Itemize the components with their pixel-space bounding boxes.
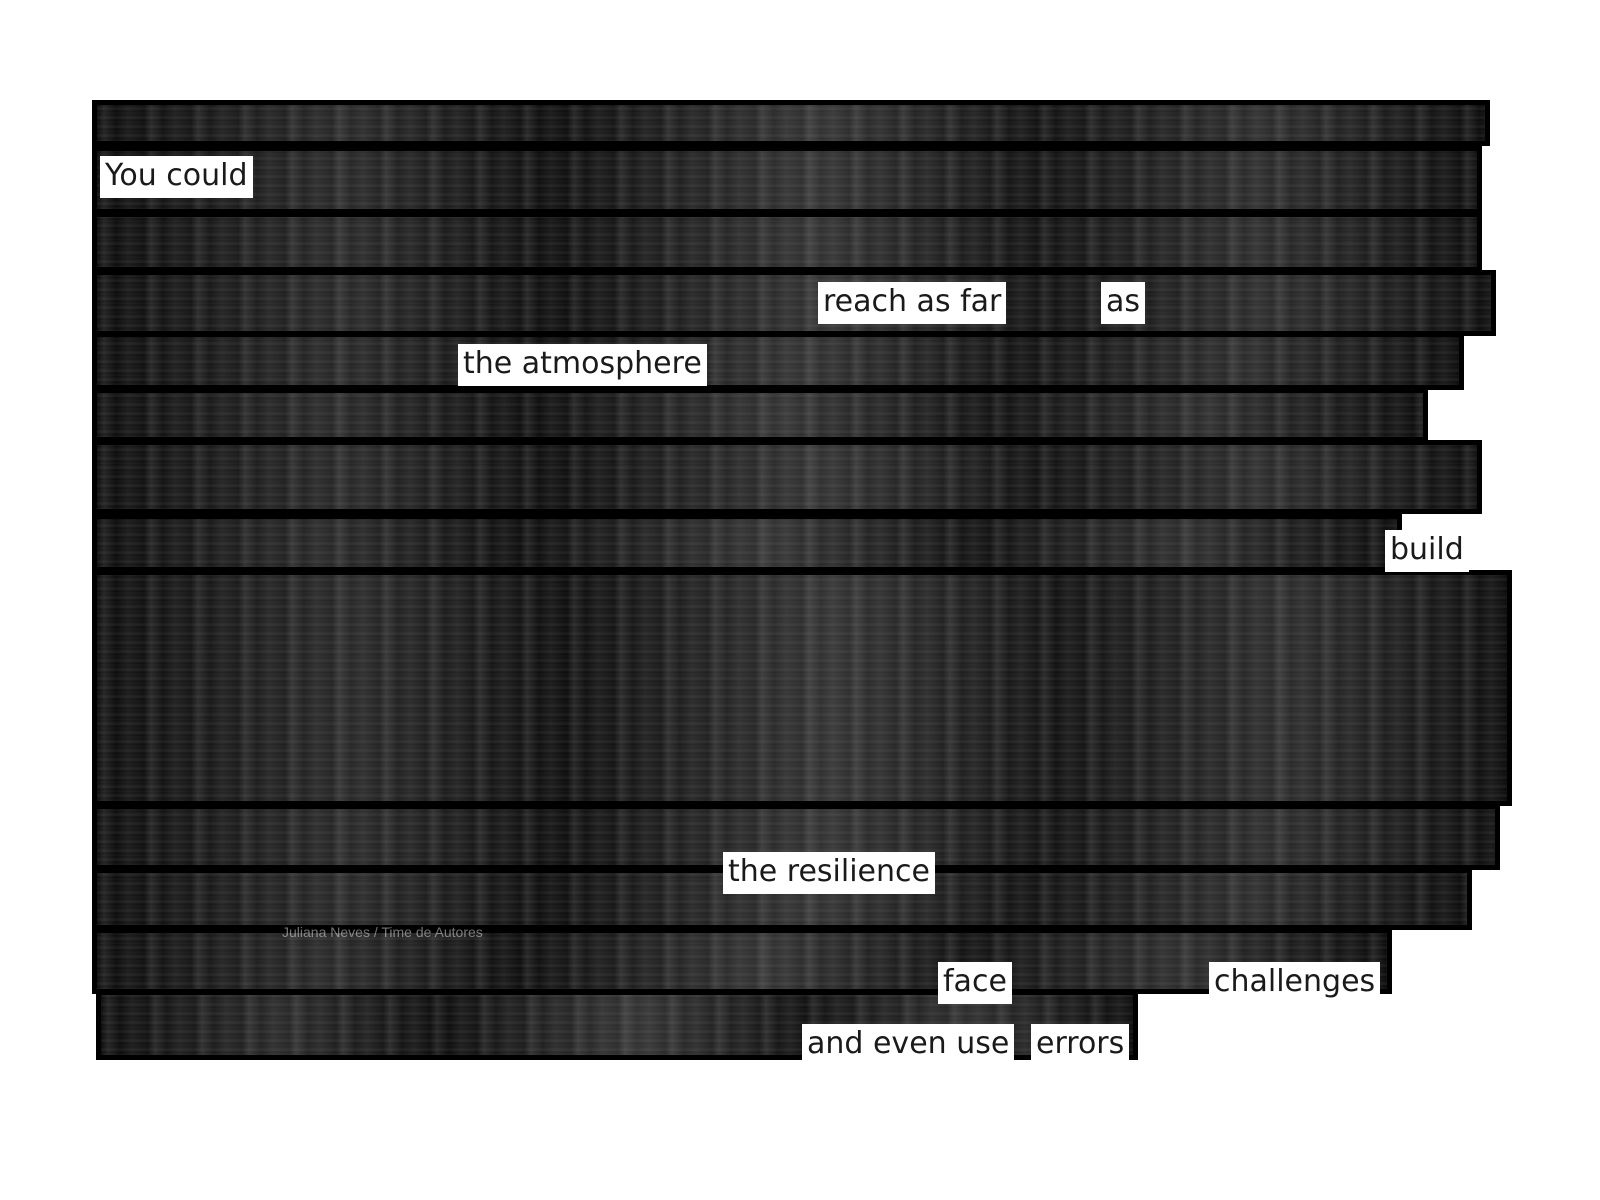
poem-word: challenges <box>1209 962 1381 1004</box>
redaction-bar <box>92 388 1428 442</box>
redaction-bar <box>92 146 1482 214</box>
photo-credit-caption: Juliana Neves / Time de Autores <box>282 924 483 940</box>
poem-word: reach as far <box>818 282 1007 324</box>
redaction-bar <box>92 514 1402 572</box>
poem-word: the atmosphere <box>458 344 707 386</box>
poem-word: errors <box>1031 1024 1130 1066</box>
redaction-bar <box>92 440 1482 514</box>
redaction-bar <box>92 332 1464 390</box>
poem-word: build <box>1385 530 1469 572</box>
poem-word: as <box>1101 282 1146 324</box>
redaction-bar <box>92 270 1496 336</box>
redaction-bar <box>92 212 1482 272</box>
redaction-bar <box>92 570 1512 806</box>
poem-word: and even use <box>802 1024 1015 1066</box>
poem-word: the resilience <box>723 852 935 894</box>
poem-word: face <box>938 962 1012 1004</box>
redaction-bar <box>92 100 1490 146</box>
poem-word: You could <box>100 156 253 198</box>
